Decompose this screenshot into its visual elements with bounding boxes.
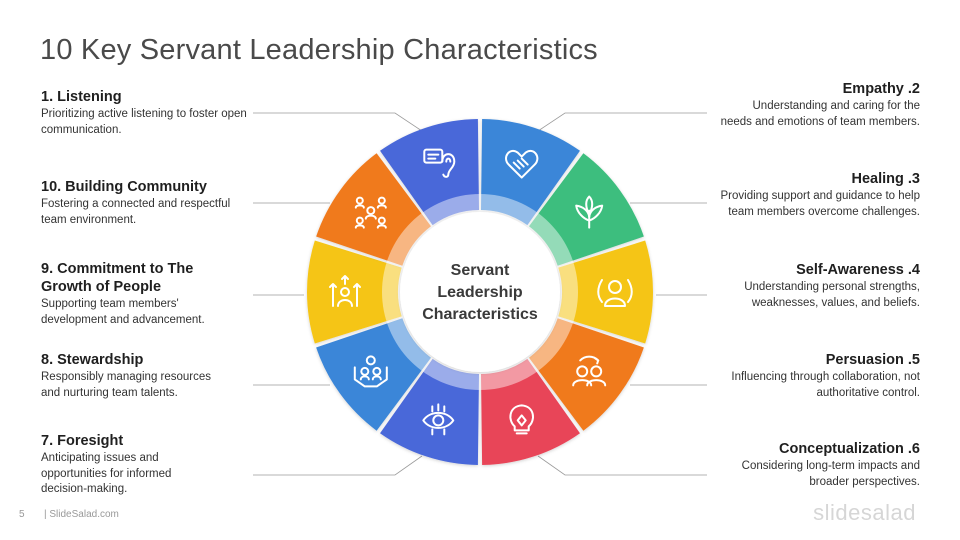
item-healing: Healing .3 Providing support and guidanc… bbox=[720, 170, 920, 220]
item-listening: 1. Listening Prioritizing active listeni… bbox=[41, 88, 251, 138]
item-heading: Self-Awareness .4 bbox=[796, 262, 920, 278]
persuasion-icon bbox=[572, 355, 607, 387]
connector-line bbox=[253, 112, 423, 132]
item-foresight: 7. Foresight Anticipating issues and opp… bbox=[41, 432, 216, 498]
item-heading: Conceptualization .6 bbox=[779, 441, 920, 457]
item-heading: 9. Commitment to The Growth of People bbox=[41, 261, 194, 295]
center-line-3: Characteristics bbox=[422, 306, 538, 323]
center-line-2: Leadership bbox=[437, 284, 523, 301]
idea-bulb-icon bbox=[509, 404, 534, 435]
wheel-segment bbox=[380, 119, 479, 226]
stewardship-icon bbox=[353, 355, 388, 388]
heart-handshake-icon bbox=[505, 149, 539, 179]
wheel-segment bbox=[558, 240, 654, 344]
wheel-segment bbox=[307, 240, 402, 344]
brand-logo: slidesalad bbox=[813, 500, 916, 525]
connector-line bbox=[253, 455, 423, 476]
item-heading: Persuasion .5 bbox=[825, 352, 920, 368]
center-label: Servant Leadership Characteristics bbox=[400, 260, 560, 326]
wheel-segment bbox=[380, 358, 479, 465]
item-conceptualization: Conceptualization .6 Considering long-te… bbox=[720, 440, 920, 490]
wheel-segment bbox=[481, 119, 580, 226]
connector-lines bbox=[253, 112, 707, 476]
item-description: Understanding personal strengths, weakne… bbox=[744, 281, 920, 309]
center-circle bbox=[400, 212, 560, 372]
item-heading: Healing .3 bbox=[851, 171, 921, 187]
item-description: Influencing through collaboration, not a… bbox=[731, 371, 920, 399]
item-description: Responsibly managing resources and nurtu… bbox=[41, 371, 212, 399]
item-description: Anticipating issues and opportunities fo… bbox=[41, 452, 172, 495]
self-awareness-icon bbox=[597, 279, 633, 307]
connector-line bbox=[537, 112, 707, 132]
plant-icon bbox=[575, 195, 604, 229]
item-description: Fostering a connected and respectful tea… bbox=[41, 198, 231, 226]
item-heading: 1. Listening bbox=[41, 89, 122, 105]
item-heading: 7. Foresight bbox=[41, 433, 124, 449]
growth-icon bbox=[329, 275, 361, 307]
item-commitment-to-growth: 9. Commitment to The Growth of People Su… bbox=[41, 260, 241, 328]
listening-icon bbox=[423, 148, 456, 178]
connector-line bbox=[537, 455, 707, 476]
item-description: Considering long-term impacts and broade… bbox=[741, 460, 920, 488]
item-description: Supporting team members' development and… bbox=[41, 298, 205, 326]
item-description: Understanding and caring for the needs a… bbox=[720, 100, 920, 128]
center-line-1: Servant bbox=[450, 262, 510, 279]
item-building-community: 10. Building Community Fostering a conne… bbox=[41, 178, 251, 228]
item-persuasion: Persuasion .5 Influencing through collab… bbox=[730, 351, 920, 401]
page-number: 5 bbox=[19, 509, 25, 520]
item-heading: 10. Building Community bbox=[41, 179, 207, 195]
page-title: 10 Key Servant Leadership Characteristic… bbox=[40, 34, 598, 66]
item-empathy: Empathy .2 Understanding and caring for … bbox=[720, 80, 920, 130]
item-description: Prioritizing active listening to foster … bbox=[41, 108, 247, 136]
item-heading: Empathy .2 bbox=[842, 81, 920, 97]
eye-icon bbox=[422, 403, 455, 436]
footer-site: | SlideSalad.com bbox=[44, 509, 119, 520]
item-self-awareness: Self-Awareness .4 Understanding personal… bbox=[730, 261, 920, 311]
wheel-segment bbox=[481, 358, 580, 465]
item-description: Providing support and guidance to help t… bbox=[720, 190, 920, 218]
item-heading: 8. Stewardship bbox=[41, 352, 144, 368]
item-stewardship: 8. Stewardship Responsibly managing reso… bbox=[41, 351, 231, 401]
community-icon bbox=[354, 196, 387, 229]
